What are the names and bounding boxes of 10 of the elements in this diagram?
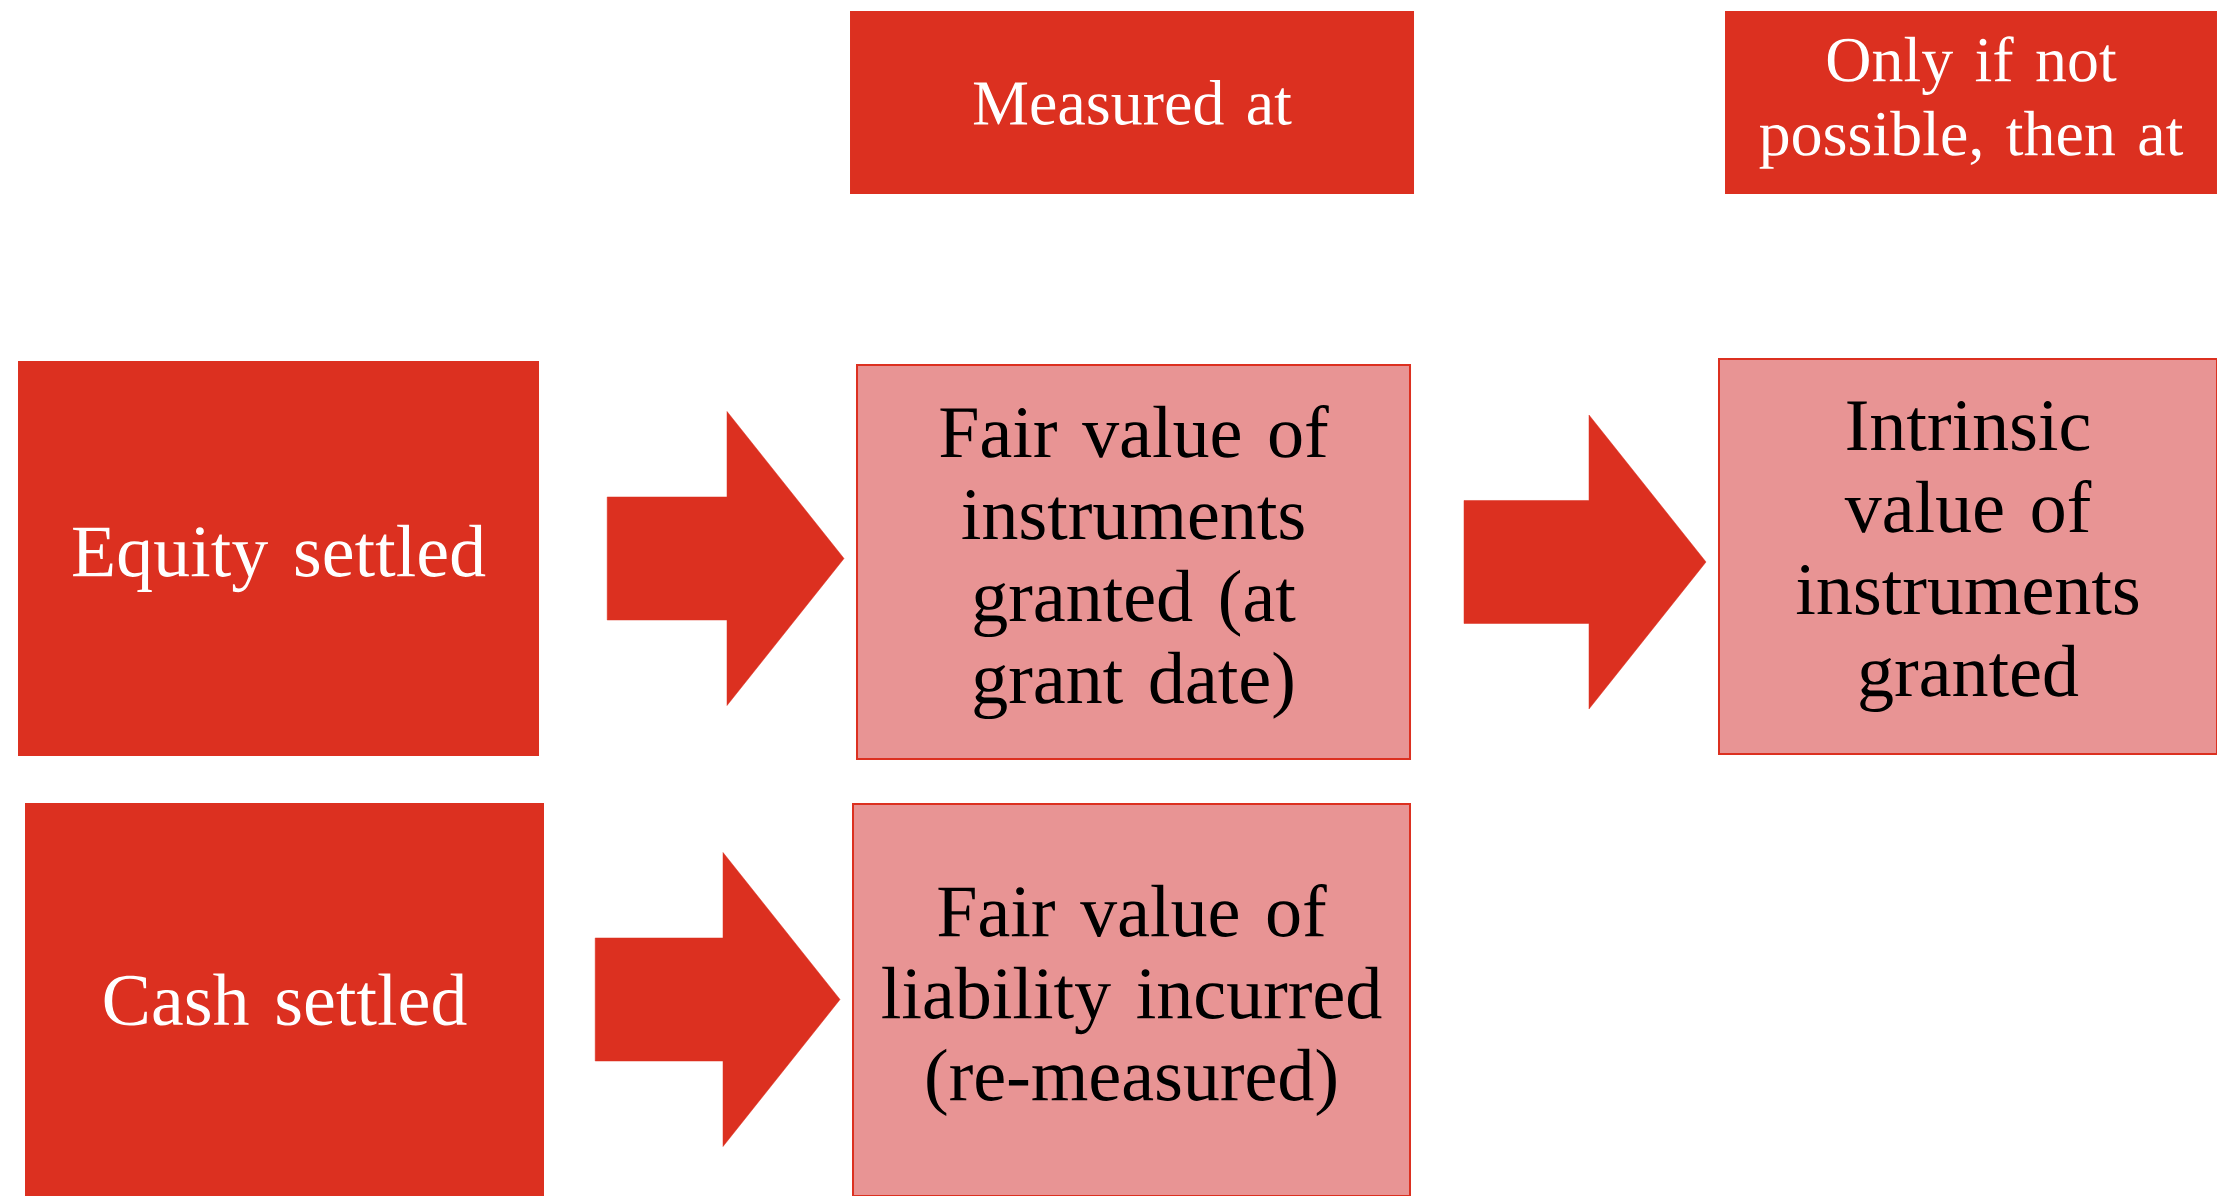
settlement-box: Cash settled [25,803,544,1196]
measurement-box: Intrinsic value of instruments granted [1718,358,2217,755]
header-box: Only if not possible, then at [1725,11,2217,194]
settlement-box: Equity settled [18,361,539,756]
measurement-box: Fair value of liability incurred (re-measured) [852,803,1411,1196]
block-arrow [594,852,841,1147]
header-box: Measured at [850,11,1414,194]
measurement-box: Fair value of instruments granted (at grant date) [856,364,1411,760]
block-arrow [1463,414,1707,710]
block-arrow [606,411,845,706]
